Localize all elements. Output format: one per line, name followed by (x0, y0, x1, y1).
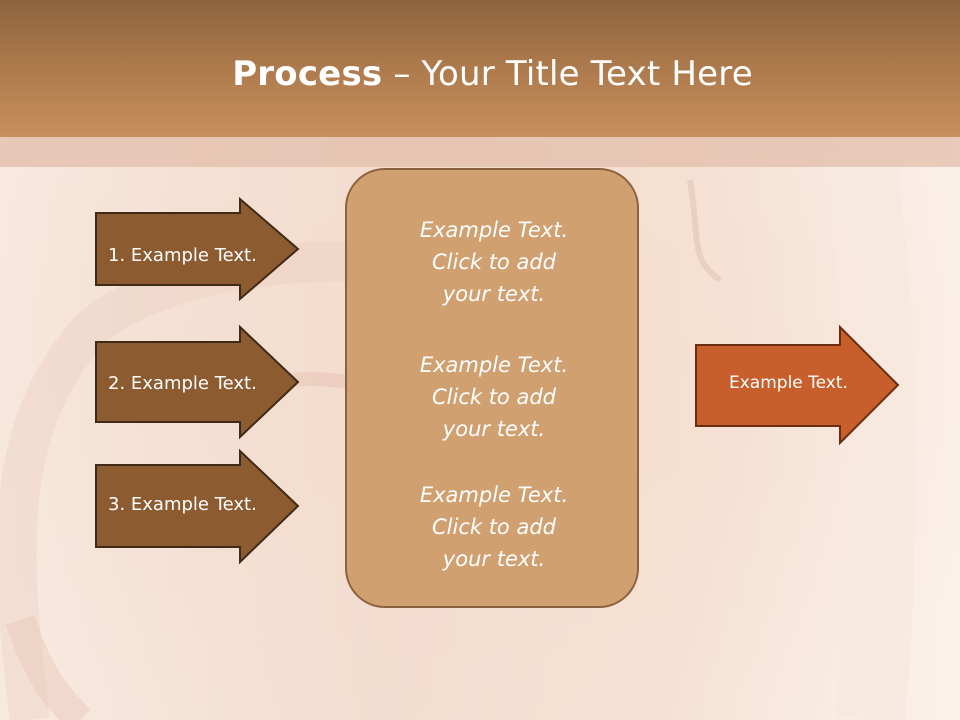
box-line: Click to add (431, 515, 556, 539)
box-text-block-3: Example Text. Click to add your text. (347, 479, 641, 575)
title-bar (0, 0, 960, 137)
arrow-label-2: 2. Example Text. (108, 373, 257, 394)
arrow-shape-3[interactable] (95, 448, 300, 565)
arrow-label-1: 1. Example Text. (108, 245, 257, 266)
box-line: your text. (442, 282, 546, 306)
arrow-shape-1[interactable] (95, 196, 300, 302)
title-bold-word: Process (232, 54, 383, 94)
arrow-label-3: 3. Example Text. (108, 494, 257, 515)
arrow-shape-right[interactable] (695, 324, 900, 446)
box-line: Example Text. (419, 218, 569, 242)
title-rest: – Your Title Text Here (382, 54, 753, 94)
center-text-box[interactable]: Example Text. Click to add your text. Ex… (345, 168, 639, 608)
box-line: your text. (442, 417, 546, 441)
box-line: Click to add (431, 250, 556, 274)
box-line: Click to add (431, 385, 556, 409)
box-text-block-2: Example Text. Click to add your text. (347, 349, 641, 445)
page-title[interactable]: Process – Your Title Text Here (0, 54, 960, 94)
arrow-label-right: Example Text. (729, 373, 848, 393)
arrow-shape-2[interactable] (95, 324, 300, 440)
box-line: your text. (442, 547, 546, 571)
box-line: Example Text. (419, 353, 569, 377)
box-line: Example Text. (419, 483, 569, 507)
box-text-block-1: Example Text. Click to add your text. (347, 214, 641, 310)
header-band (0, 137, 960, 167)
